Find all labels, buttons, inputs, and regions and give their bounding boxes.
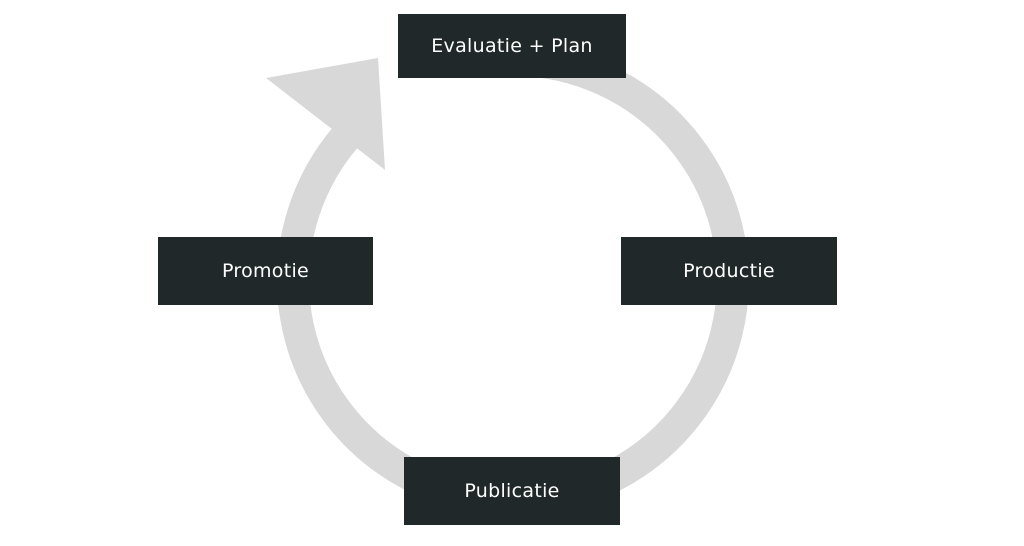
stage-label: Productie	[683, 260, 775, 282]
stage-label: Publicatie	[464, 480, 560, 502]
cycle-arrow-icon	[266, 58, 385, 170]
stage-evaluatie-plan: Evaluatie + Plan	[398, 14, 626, 78]
stage-promotie: Promotie	[158, 237, 373, 305]
stage-label: Evaluatie + Plan	[431, 35, 593, 57]
stage-label: Promotie	[221, 260, 310, 282]
stage-publicatie: Publicatie	[404, 457, 620, 525]
stage-productie: Productie	[621, 237, 837, 305]
